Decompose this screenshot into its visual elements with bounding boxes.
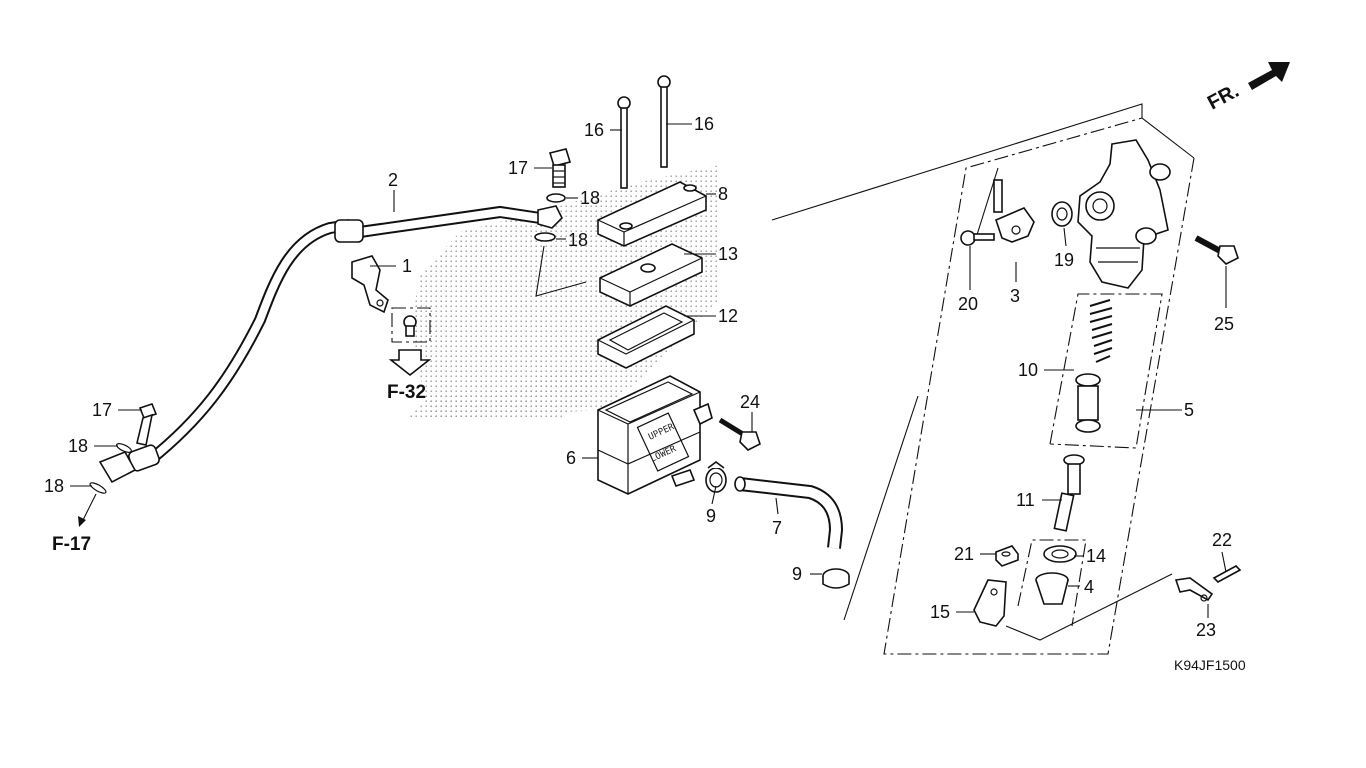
callout-20: 20 [958,294,978,314]
reservoir-screw-left [617,96,631,189]
callout-23: 23 [1196,620,1216,640]
callout-13: 13 [718,244,738,264]
reservoir-tank: UPPER LOWER [597,375,713,495]
front-direction-label: FR. [1204,80,1243,115]
callout-8: 8 [718,184,728,204]
callout-21: 21 [954,544,974,564]
assembly-outline [771,103,1195,655]
callout-6: 6 [566,448,576,468]
callout-1: 1 [402,256,412,276]
callout-18-d: 18 [44,476,64,496]
callout-19: 19 [1054,250,1074,270]
hose-clip-lower [822,568,850,589]
inlet-joint [975,167,1035,243]
callout-4: 4 [1084,577,1094,597]
reservoir-mounting-bolt [718,417,761,451]
callout-18-b: 18 [568,230,588,250]
circlip [1043,545,1077,563]
joint-pin [1174,577,1214,602]
callout-9-upper: 9 [706,506,716,526]
lower-sealing-washer-lower [89,482,107,494]
lower-sealing-washer-upper [116,443,132,453]
f17-reference-arrow: F-17 [52,493,97,555]
push-rod-joint [973,579,1007,627]
push-rod [1053,454,1085,532]
callout-16-right: 16 [694,114,714,134]
hose-clamp [351,255,389,314]
callout-22: 22 [1212,530,1232,550]
hose-banjo-fitting [537,205,563,229]
f17-reference: F-17 [52,534,91,555]
boot [1035,572,1069,605]
f32-reference-arrow: F-32 [387,349,432,403]
front-direction-arrow: FR. [1204,62,1290,114]
callout-9-lower: 9 [792,564,802,584]
master-cylinder-body [1077,139,1171,289]
f32-reference: F-32 [387,382,426,403]
inlet-o-ring-inner [1056,207,1068,221]
circlip-inner [1051,549,1069,559]
leader-lines [70,123,1227,618]
callout-2: 2 [388,170,398,190]
pin-leader [1005,573,1173,641]
brake-hose [98,205,541,484]
cotter-pin [1212,565,1242,583]
piston [1075,373,1101,433]
upper-banjo-bolt [548,148,572,188]
hose-clip-upper [705,461,727,493]
callout-24: 24 [740,392,760,412]
callout-5: 5 [1184,400,1194,420]
cylinder-mounting-bolt [1194,235,1239,265]
callout-14: 14 [1086,546,1106,566]
joint-screw [960,230,995,246]
callout-25: 25 [1214,314,1234,334]
reservoir-cap [597,181,707,247]
lower-banjo-bolt [136,403,158,446]
callout-12: 12 [718,306,738,326]
joint-nut [995,545,1019,567]
callout-17-upper: 17 [508,158,528,178]
callout-18-c: 18 [68,436,88,456]
callout-11: 11 [1016,490,1035,510]
callout-10: 10 [1018,360,1038,380]
inlet-o-ring [1051,201,1073,227]
callout-7: 7 [772,518,782,538]
callout-17-lower: 17 [92,400,112,420]
callouts: 1 2 3 4 5 6 7 8 9 9 10 11 12 13 14 15 16… [44,114,1234,640]
callout-16-left: 16 [584,120,604,140]
reservoir-screw-right [657,75,671,168]
callout-18-a: 18 [580,188,600,208]
figure-code: K94JF1500 [1174,657,1246,673]
spring [1089,299,1113,363]
callout-3: 3 [1010,286,1020,306]
upper-sealing-washer-2 [534,232,556,242]
reservoir-diaphragm [597,305,695,369]
clamp-screw [391,307,431,343]
upper-sealing-washer-1 [546,193,566,203]
reservoir-plate [599,243,703,307]
reservoir-hose [734,476,844,549]
callout-15: 15 [930,602,950,622]
